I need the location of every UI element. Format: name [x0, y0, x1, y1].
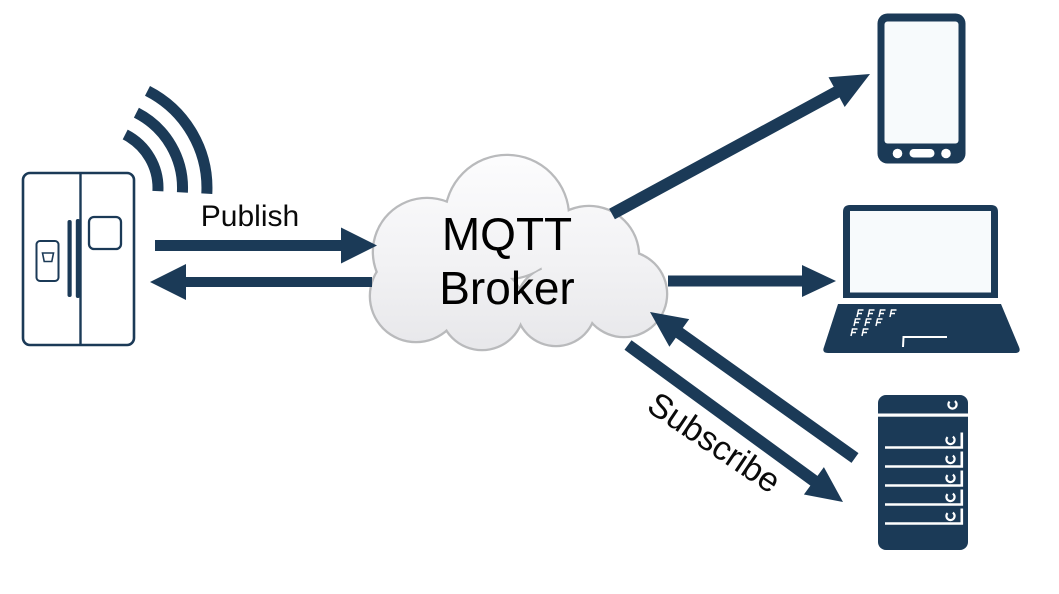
broker-arrow-to-laptop [668, 265, 836, 297]
fridge-icemaker-panel [87, 215, 123, 251]
wifi-signal-icon [122, 86, 213, 194]
laptop-trackpad [902, 336, 947, 348]
server-rack-slots [885, 432, 964, 525]
broker-label-line2: Broker [439, 262, 575, 314]
smartphone-icon [877, 13, 966, 164]
broker-label-line1: MQTT [441, 208, 573, 260]
refrigerator-icon [21, 171, 136, 347]
phone-button-left [892, 148, 903, 159]
publish-arrow-to-broker [155, 227, 377, 264]
laptop-keyboard [850, 309, 897, 337]
laptop-screen [850, 211, 991, 293]
server-slot-power-icons [945, 435, 956, 522]
phone-screen [884, 21, 959, 144]
laptop-base [823, 304, 1020, 353]
mqtt-broker-label: MQTT Broker [377, 207, 637, 315]
fridge-dispenser [35, 240, 60, 282]
subscribe-arrow-to-broker [650, 312, 859, 463]
broker-arrow-to-phone [609, 74, 870, 220]
server-icon [878, 395, 968, 550]
fridge-handle-left [67, 220, 72, 297]
server-power-icon [947, 400, 958, 410]
server-cap-divider [878, 413, 968, 417]
laptop-icon [823, 205, 1020, 353]
broker-arrow-to-fridge [150, 264, 372, 300]
publish-label: Publish [200, 200, 300, 233]
fridge-handle-right [75, 219, 80, 298]
phone-button-right [941, 148, 951, 159]
phone-home-button [909, 149, 935, 158]
fridge-dispenser-cup-icon [41, 252, 55, 263]
broker-arrow-to-server [624, 340, 843, 502]
mqtt-broker-cloud [368, 153, 669, 352]
